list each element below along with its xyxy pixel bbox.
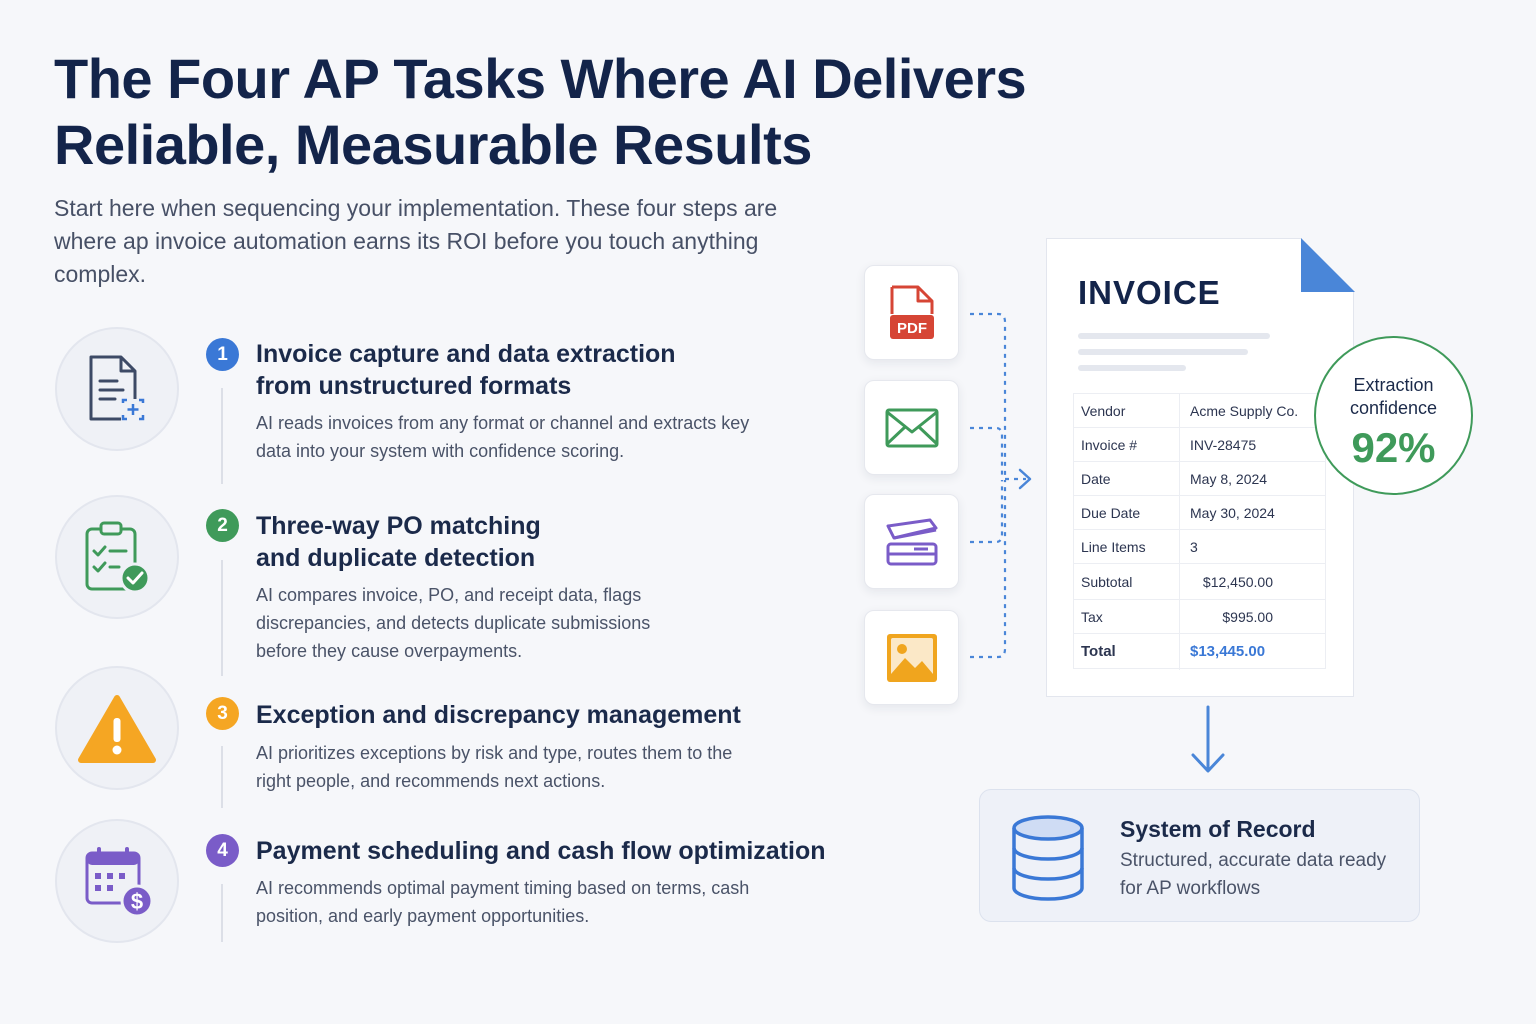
- invoice-row-label: Date: [1081, 471, 1111, 487]
- invoice-total-label: Total: [1081, 643, 1116, 660]
- step-4-connector: [221, 884, 223, 942]
- invoice-text-line: [1078, 349, 1248, 355]
- pdf-source-card: PDF: [864, 265, 959, 360]
- page-subtitle: Start here when sequencing your implemen…: [54, 195, 778, 287]
- invoice-row-value: INV-28475: [1190, 437, 1257, 453]
- step-3-description: AI prioritizes exceptions by risk and ty…: [256, 743, 733, 791]
- invoice-row: Invoice # INV-28475: [1074, 428, 1325, 462]
- email-source-card: [864, 380, 959, 475]
- flow-connectors: [970, 312, 1032, 659]
- step-2-description: AI compares invoice, PO, and receipt dat…: [256, 585, 651, 661]
- system-of-record-card: System of Record Structured, accurate da…: [979, 789, 1420, 922]
- invoice-row-value: $12,450.00: [1202, 574, 1273, 590]
- invoice-row-label: Tax: [1081, 609, 1103, 625]
- step-1-badge: 1: [206, 338, 239, 371]
- invoice-text-line: [1078, 365, 1186, 371]
- step-2-badge: 2: [206, 509, 239, 542]
- invoice-row: Due Date May 30, 2024: [1074, 496, 1325, 530]
- invoice-row: Vendor Acme Supply Co.: [1074, 394, 1325, 428]
- invoice-row: Tax $995.00: [1074, 600, 1325, 634]
- invoice-row-label: Line Items: [1081, 539, 1146, 555]
- invoice-row-value: 3: [1190, 539, 1198, 555]
- step-1-title: Invoice capture and data extraction from…: [256, 340, 676, 400]
- system-of-record-title: System of Record: [1120, 816, 1316, 842]
- warning-icon: [55, 666, 179, 790]
- invoice-row: Line Items 3: [1074, 530, 1325, 564]
- scanner-source-card: [864, 494, 959, 589]
- system-of-record-description: Structured, accurate data ready for AP w…: [1120, 850, 1387, 899]
- step-1-connector: [221, 388, 223, 484]
- email-icon: [885, 408, 938, 447]
- invoice-row-label: Vendor: [1081, 403, 1126, 419]
- image-source-card: [864, 610, 959, 705]
- scanner-icon: [886, 518, 937, 565]
- down-arrow-icon: [1191, 705, 1225, 773]
- page-title: The Four AP Tasks Where AI Delivers Reli…: [54, 47, 1027, 176]
- step-4-badge: 4: [206, 834, 239, 867]
- image-icon: [886, 633, 937, 682]
- step-2-connector: [221, 560, 223, 676]
- step-3-title: Exception and discrepancy management: [256, 701, 741, 729]
- invoice-row-value: $995.00: [1222, 609, 1273, 625]
- invoice-row-label: Subtotal: [1081, 574, 1133, 590]
- step-3-connector: [221, 746, 223, 808]
- invoice-table-divider: [1179, 394, 1180, 670]
- invoice-row-value: Acme Supply Co.: [1190, 403, 1299, 419]
- confidence-value: 92%: [1351, 424, 1436, 471]
- invoice-total-row: Total $13,445.00: [1074, 634, 1325, 670]
- invoice-row-label: Invoice #: [1081, 437, 1138, 453]
- step-4-description: AI recommends optimal payment timing bas…: [256, 878, 750, 926]
- pdf-icon: PDF: [889, 285, 934, 339]
- extraction-confidence-badge: Extraction confidence 92%: [1314, 336, 1473, 495]
- invoice-title: INVOICE: [1078, 274, 1221, 311]
- document-scan-icon: [55, 327, 179, 451]
- step-4-title: Payment scheduling and cash flow optimiz…: [256, 837, 826, 865]
- calendar-dollar-icon: $: [55, 819, 179, 943]
- invoice-row-value: May 30, 2024: [1190, 505, 1275, 521]
- checklist-icon: [55, 495, 179, 619]
- confidence-label: Extraction confidence: [1349, 375, 1438, 418]
- step-3-badge: 3: [206, 697, 239, 730]
- invoice-row: Date May 8, 2024: [1074, 462, 1325, 496]
- invoice-text-line: [1078, 333, 1270, 339]
- database-icon: [1012, 815, 1084, 901]
- invoice-row-label: Due Date: [1081, 505, 1141, 521]
- invoice-fold-corner: [1301, 238, 1355, 292]
- invoice-table: Vendor Acme Supply Co. Invoice # INV-284…: [1073, 393, 1326, 670]
- step-1-description: AI reads invoices from any format or cha…: [256, 413, 750, 461]
- pdf-label: PDF: [897, 320, 927, 337]
- invoice-row: Subtotal $12,450.00: [1074, 564, 1325, 600]
- svg-text:$: $: [131, 889, 143, 914]
- step-2-title: Three-way PO matching and duplicate dete…: [256, 512, 541, 572]
- invoice-row-value: May 8, 2024: [1190, 471, 1268, 487]
- invoice-total-value: $13,445.00: [1190, 643, 1266, 660]
